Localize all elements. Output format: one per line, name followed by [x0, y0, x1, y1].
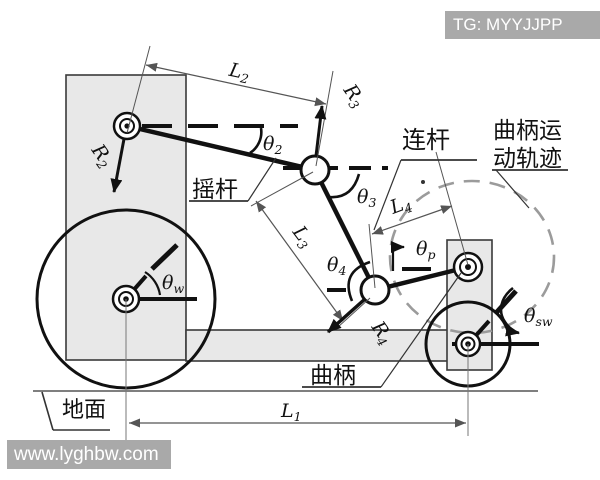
label-theta2-base: θ [263, 133, 275, 155]
theta-2-arc [249, 127, 263, 155]
label-crank: 曲柄 [310, 363, 356, 389]
label-rocker: 摇杆 [192, 177, 238, 203]
label-L2-sub: 2 [238, 70, 250, 87]
label-theta-sw-base: θ [524, 305, 536, 327]
rocker-label-leader [247, 157, 277, 202]
crank-link [374, 264, 469, 293]
label-theta2-sub: 2 [273, 142, 282, 157]
watermark-telegram: TG: MYYJJPP [445, 11, 600, 39]
L2-extension-right [315, 70, 334, 167]
label-connecting-rod: 连杆 [402, 126, 450, 154]
label-L4: L4 [386, 191, 415, 221]
R3-force-arrow [314, 105, 327, 157]
label-theta2: θ2 [263, 133, 282, 157]
L4-dimension-line [371, 205, 453, 235]
theta-3-arc [328, 173, 361, 199]
crank-trajectory-circle [388, 179, 556, 335]
label-theta-w-base: θ [162, 272, 174, 294]
label-L1-base: L [280, 400, 294, 422]
theta-p-reference-bracket-arrow [391, 241, 405, 271]
label-L1-sub: 1 [294, 409, 302, 424]
label-theta3: θ3 [357, 186, 376, 210]
trajectory-tick-dot [421, 180, 425, 184]
label-theta3-base: θ [357, 186, 369, 208]
connecting-rod-label-leader [373, 159, 402, 231]
L3-extension-lower [337, 297, 371, 328]
L2-extension-left [126, 45, 151, 134]
label-theta3-sub: 3 [368, 195, 376, 210]
crank-label-leader [380, 272, 462, 388]
label-theta-p-base: θ [416, 238, 428, 260]
label-theta4: θ4 [327, 254, 346, 278]
L4-extension-left [368, 223, 376, 289]
theta-sw-rotation-arrow [499, 286, 520, 337]
R4-force-arrow [326, 297, 367, 334]
label-L2: L2 [226, 59, 252, 87]
label-theta-w: θw [162, 272, 184, 296]
L3-dimension-line [255, 200, 344, 322]
theta-w-arc [144, 271, 162, 296]
label-trajectory-line2: 动轨迹 [493, 146, 562, 172]
crank-pin-joint [359, 274, 391, 306]
R2-force-arrow [110, 138, 126, 193]
left-wheel-spoke-outer [150, 243, 179, 271]
label-L1: L1 [280, 400, 302, 424]
label-theta-sw-sub: sw [535, 314, 552, 329]
theta-4-arc [347, 260, 371, 302]
rocker-rod-joint [299, 154, 331, 186]
label-theta-p: θp [416, 238, 435, 262]
label-ground: 地面 [62, 398, 106, 423]
crank-bearing-center [465, 264, 471, 270]
L4-extension-right [435, 151, 469, 266]
trajectory-label-leader [495, 169, 530, 209]
label-theta-w-sub: w [173, 281, 184, 296]
label-theta4-sub: 4 [337, 263, 346, 278]
L2-dimension-line [145, 62, 327, 107]
connecting-rod-link [312, 168, 378, 292]
label-theta4-base: θ [327, 254, 339, 276]
rocker-link [126, 123, 316, 173]
right-wheel-spoke-outer [494, 289, 518, 315]
label-theta-p-sub: p [427, 247, 435, 262]
label-R3: R3 [337, 79, 370, 112]
frame-chassis-bar [185, 329, 491, 362]
watermark-website: www.lyghbw.com [7, 440, 171, 469]
label-trajectory-line1: 曲柄运 [493, 118, 562, 144]
ground-label-leader [41, 391, 54, 431]
label-L2-base: L [226, 59, 244, 83]
label-theta-sw: θsw [524, 305, 553, 329]
L3-extension-upper [250, 171, 314, 207]
